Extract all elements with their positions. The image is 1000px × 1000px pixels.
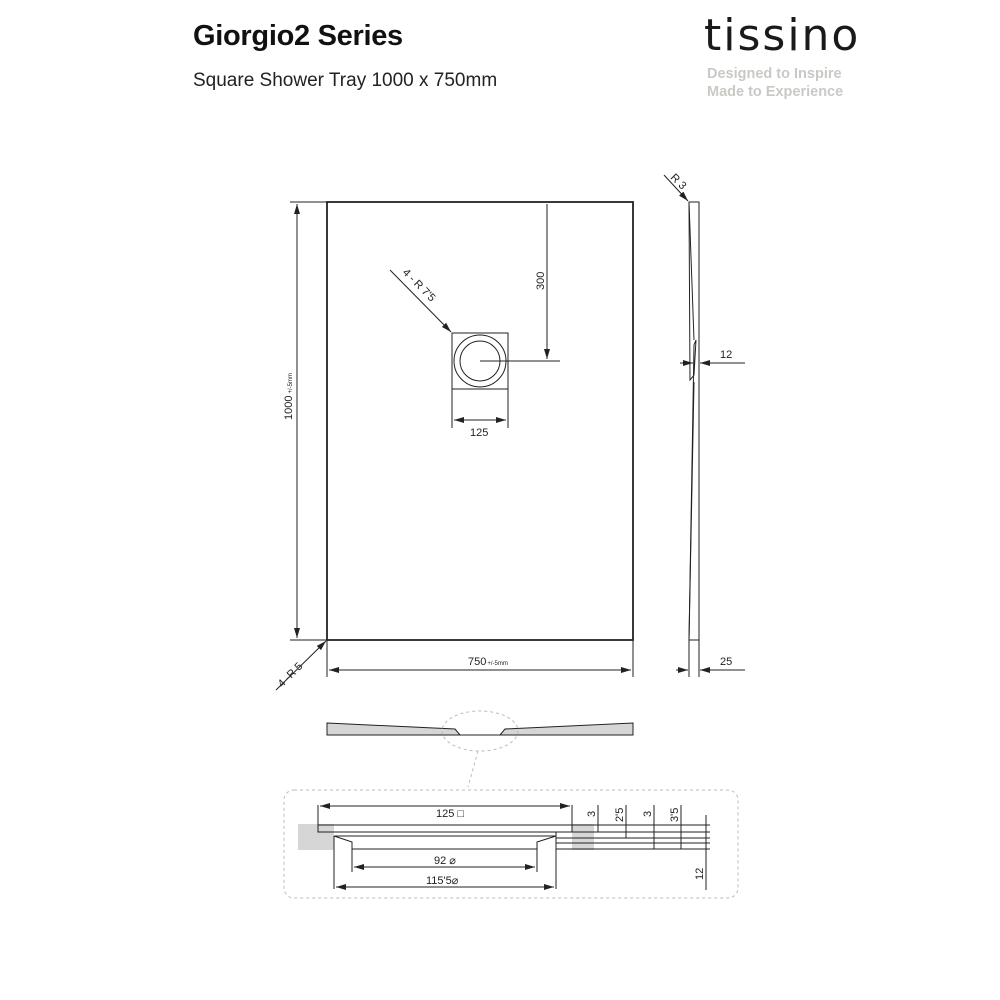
waste-detail: 125 □ 92 ⌀ 115'5⌀ 3 2'5 3 3'5 12 [283, 789, 739, 899]
outer-diameter-label: 115'5⌀ [426, 875, 459, 887]
thickness-label: 25 [720, 656, 732, 668]
section-view [326, 710, 634, 788]
length-label: 1000+/-5mm [283, 373, 295, 420]
side-view: R 3 12 25 [663, 172, 745, 677]
brand-tagline-2: Made to Experience [707, 84, 844, 100]
edge-radius-label: R 3 [668, 172, 689, 193]
brand-logo: tissino [704, 10, 861, 61]
outer-square-label: 125 □ [436, 808, 464, 820]
waste-size-label: 125 [470, 427, 488, 439]
waste-thickness-label: 12 [720, 349, 732, 361]
width-label: 750+/-5mm [468, 656, 508, 668]
dim-3-5: 3'5 [669, 808, 681, 822]
dim-3a: 3 [586, 811, 598, 817]
brand-tagline-1: Designed to Inspire [707, 66, 842, 82]
tray-outline [326, 201, 634, 641]
waste-offset-label: 300 [535, 272, 547, 290]
dim-12: 12 [694, 868, 706, 880]
dim-2-5: 2'5 [614, 808, 626, 822]
inner-diameter-label: 92 ⌀ [434, 855, 456, 867]
plan-view: 1000+/-5mm 750+/-5mm 4 -R 5 4 - R 7'5 30… [276, 201, 634, 691]
corner-radius-label: 4 -R 5 [276, 660, 306, 690]
page-title: Giorgio2 Series [193, 20, 403, 52]
page-subtitle: Square Shower Tray 1000 x 750mm [193, 70, 498, 91]
dim-3b: 3 [642, 811, 654, 817]
